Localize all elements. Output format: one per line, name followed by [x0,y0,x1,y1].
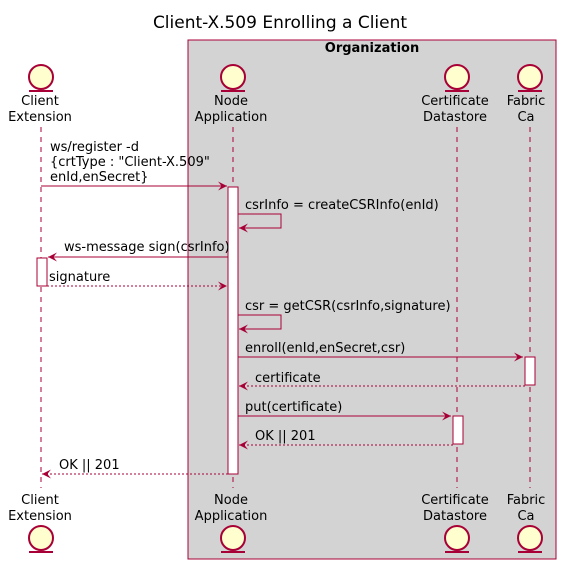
participant-label: Extension [8,110,72,125]
message-label: certificate [255,371,321,386]
fabric-activation-bar [524,356,536,386]
message-get-csr: csr = getCSR(csrInfo,signature) [238,299,451,334]
client-activation-bar [36,257,48,287]
node-activation-bar [227,186,239,475]
participant-label: Ca [517,110,534,125]
message-label: put(certificate) [245,400,342,415]
entity-icon [28,525,54,551]
participant-label: Fabric [507,94,546,109]
entity-icon [517,525,543,551]
entity-icon [517,64,543,90]
message-signature: signature [47,270,227,291]
message-label: OK || 201 [59,458,120,473]
message-create-csr-info: csrInfo = createCSRInfo(enId) [238,198,439,233]
entity-icon [220,64,246,90]
message-put-certificate: put(certificate) [238,400,451,421]
participant-label: Certificate [421,94,489,109]
participant-datastore-bottom: Certificate Datastore [421,493,489,553]
participant-node-top: Node Application [195,64,268,125]
entity-icon [28,64,54,90]
participant-datastore-top: Certificate Datastore [421,64,489,125]
message-ok-datastore: OK || 201 [239,429,453,450]
participant-label: Application [195,110,268,125]
participant-label: Datastore [423,509,487,524]
participant-label: Application [195,509,268,524]
message-label: ws/register -d [50,140,139,155]
message-label: enId,enSecret} [50,170,149,185]
participant-label: Node [214,493,248,508]
entity-icon [444,64,470,90]
self-message-arrow [238,314,282,334]
message-label: csrInfo = createCSRInfo(enId) [245,198,439,213]
message-label: ws-message sign(csrInfo) [64,240,230,255]
participant-fabric-bottom: Fabric Ca [507,493,546,553]
entity-icon [444,525,470,551]
message-label: signature [49,270,110,285]
message-enroll: enroll(enId,enSecret,csr) [238,341,523,362]
message-label: csr = getCSR(csrInfo,signature) [245,299,451,314]
message-register: ws/register -d {crtType : "Client-X.509"… [41,140,227,191]
datastore-activation-bar [452,415,464,445]
participant-client-bottom: Client Extension [8,493,72,553]
organization-group-box [187,39,557,560]
message-label: OK || 201 [255,429,316,444]
diagram-title: Client-X.509 Enrolling a Client [153,13,407,33]
participant-label: Ca [517,509,534,524]
message-label: enroll(enId,enSecret,csr) [245,341,405,356]
message-ok-client: OK || 201 [42,458,228,479]
participant-label: Client [21,94,59,109]
participant-label: Client [21,493,59,508]
message-label: {crtType : "Client-X.509" [50,155,210,170]
participant-client-top: Client Extension [8,64,72,125]
participant-label: Node [214,94,248,109]
participant-label: Certificate [421,493,489,508]
organization-group-label: Organization [325,41,419,56]
entity-icon [220,525,246,551]
participant-fabric-top: Fabric Ca [507,64,546,125]
participant-node-bottom: Node Application [195,493,268,553]
message-certificate: certificate [239,371,525,391]
self-message-arrow [238,213,282,233]
participant-label: Fabric [507,493,546,508]
participant-label: Extension [8,509,72,524]
participant-label: Datastore [423,110,487,125]
message-ws-sign: ws-message sign(csrInfo) [48,240,230,262]
